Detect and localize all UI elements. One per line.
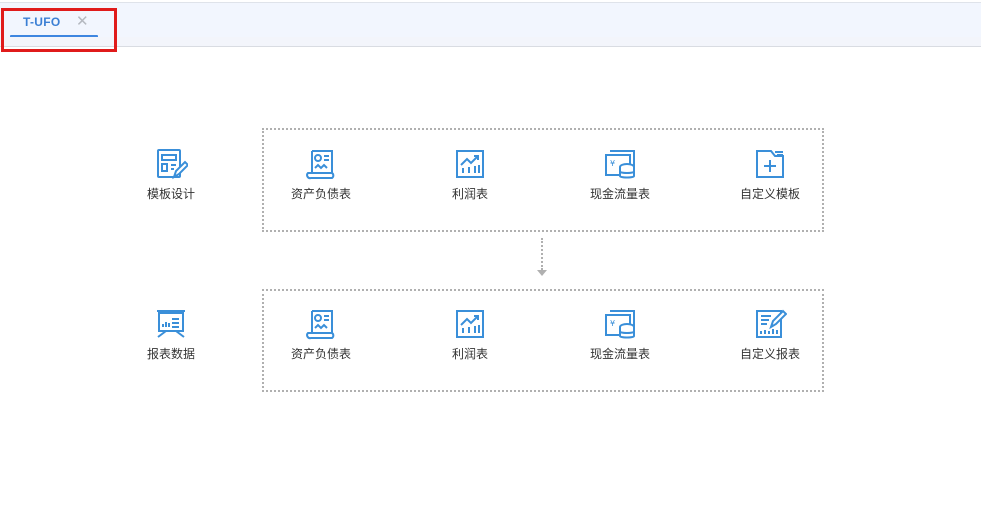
flow-arrow-line <box>541 238 543 270</box>
template-balance-sheet[interactable]: 资产负债表 <box>271 147 371 202</box>
cash-flow-icon: ¥ <box>605 150 635 179</box>
profit-chart-icon <box>456 310 484 338</box>
profit-chart-icon <box>456 150 484 178</box>
svg-text:¥: ¥ <box>610 319 615 328</box>
row-title: 报表数据 <box>146 347 195 361</box>
template-profit-statement[interactable]: 利润表 <box>420 147 520 202</box>
item-label: 自定义模板 <box>739 187 800 201</box>
custom-template-icon <box>756 150 784 178</box>
row-title: 模板设计 <box>146 187 195 201</box>
tab-bar: T-UFO ✕ <box>0 2 981 38</box>
balance-sheet-icon <box>306 150 335 180</box>
template-custom[interactable]: 自定义模板 <box>720 147 820 202</box>
row-head-report-data: 报表数据 <box>131 307 211 362</box>
template-cash-flow[interactable]: ¥ 现金流量表 <box>570 147 670 202</box>
tab-t-ufo[interactable]: T-UFO ✕ <box>10 6 100 38</box>
report-custom[interactable]: 自定义报表 <box>720 307 820 362</box>
sub-toolbar <box>0 37 981 47</box>
template-design-icon <box>157 149 188 180</box>
row-head-template-design: 模板设计 <box>131 147 211 202</box>
item-label: 资产负债表 <box>290 347 351 361</box>
item-label: 自定义报表 <box>739 347 800 361</box>
report-profit-statement[interactable]: 利润表 <box>420 307 520 362</box>
cash-flow-icon: ¥ <box>605 310 635 339</box>
svg-text:¥: ¥ <box>610 159 615 168</box>
report-cash-flow[interactable]: ¥ 现金流量表 <box>570 307 670 362</box>
report-data-icon <box>157 310 185 338</box>
item-label: 利润表 <box>451 187 488 201</box>
template-design-group <box>262 128 824 232</box>
report-balance-sheet[interactable]: 资产负债表 <box>271 307 371 362</box>
item-label: 现金流量表 <box>589 187 650 201</box>
balance-sheet-icon <box>306 310 335 340</box>
tab-label: T-UFO <box>23 15 61 29</box>
item-label: 资产负债表 <box>290 187 351 201</box>
arrow-down-icon <box>537 270 547 276</box>
report-data-group <box>262 289 824 392</box>
item-label: 利润表 <box>451 347 488 361</box>
custom-report-icon <box>756 309 787 338</box>
item-label: 现金流量表 <box>589 347 650 361</box>
active-tab-indicator <box>10 35 98 38</box>
close-icon[interactable]: ✕ <box>76 12 89 30</box>
